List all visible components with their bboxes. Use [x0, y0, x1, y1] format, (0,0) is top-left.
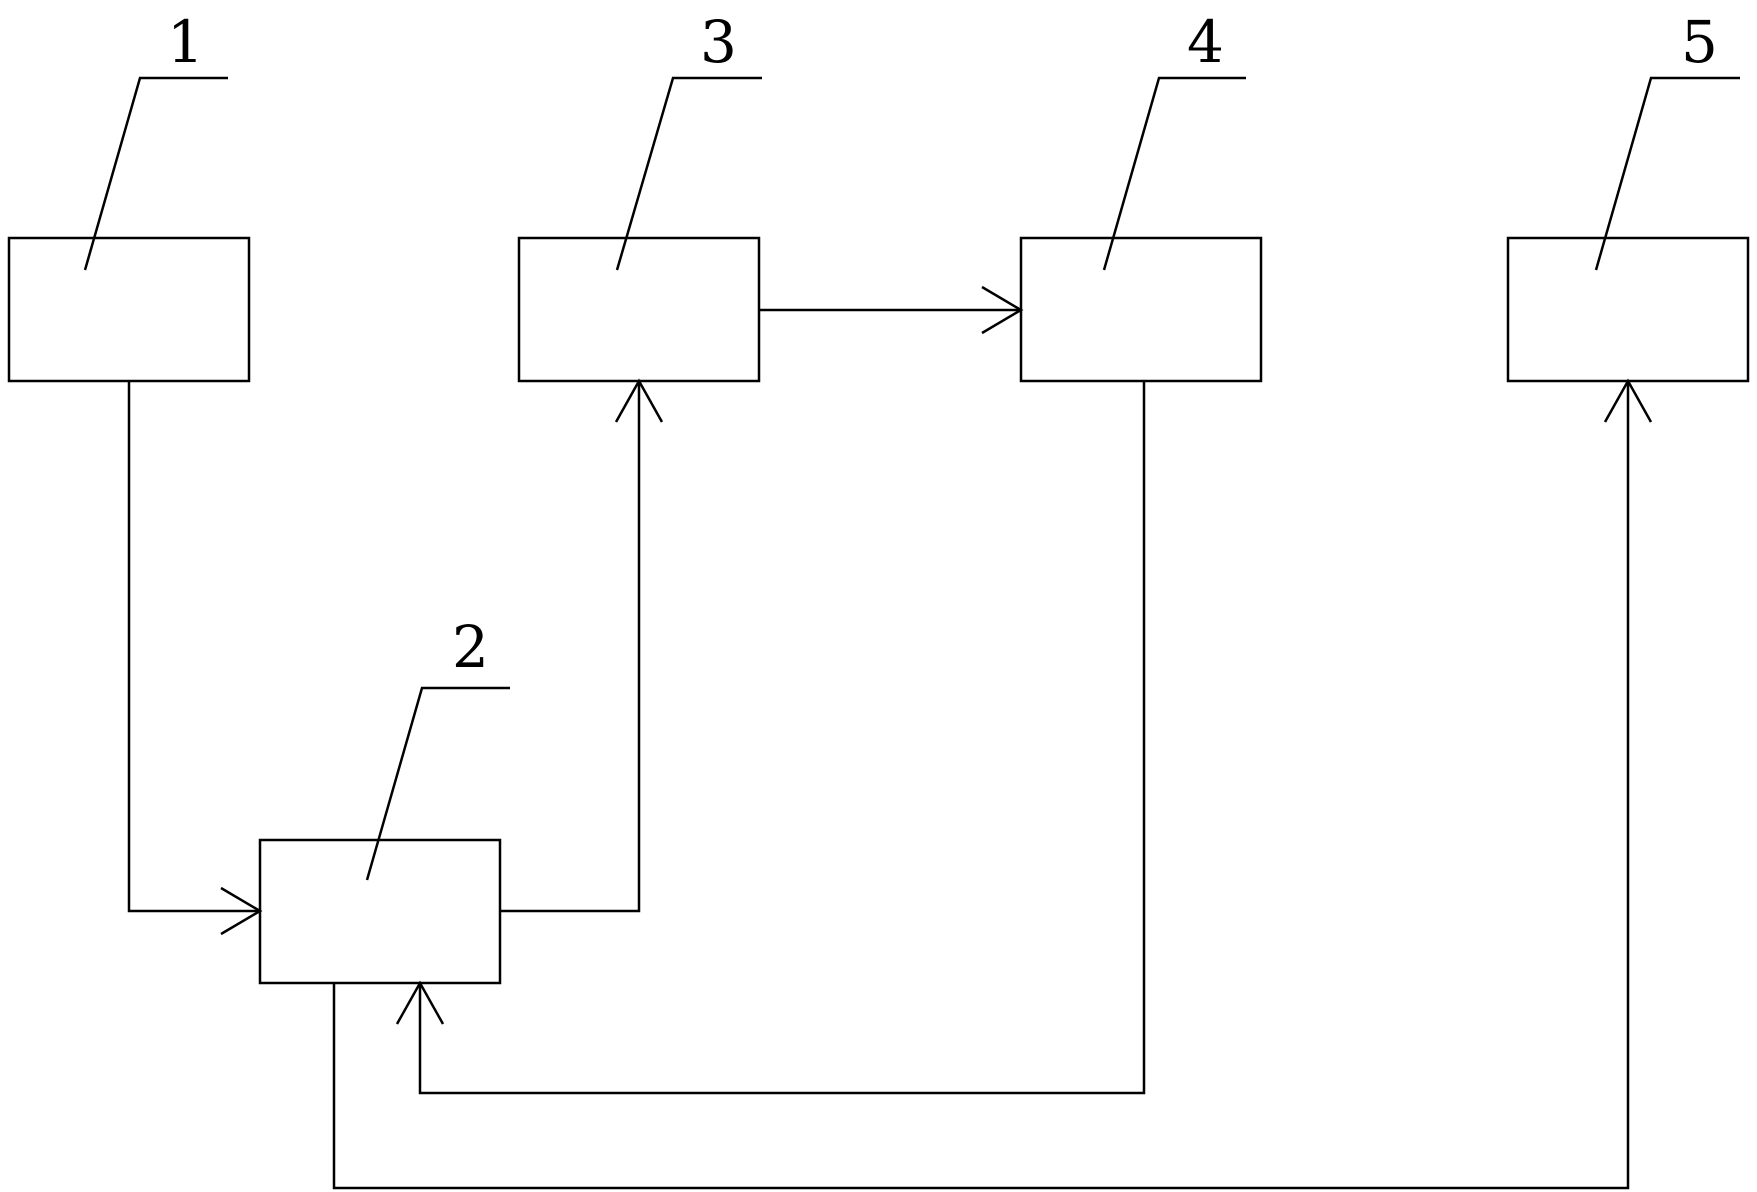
- block-4: [1019, 236, 1263, 383]
- block-2: [258, 838, 502, 985]
- connection-1-to-2: [127, 381, 260, 913]
- label-5: 5: [1681, 8, 1718, 76]
- connection-4-to-2: [418, 381, 1146, 1095]
- label-2: 2: [452, 613, 489, 681]
- arrowhead-into-block-5-bottom: [1603, 378, 1653, 423]
- label-1: 1: [167, 8, 204, 76]
- label-3: 3: [700, 8, 737, 76]
- block-1: [7, 236, 251, 383]
- leader-line-5: [1594, 76, 1740, 271]
- leader-line-1: [83, 76, 228, 271]
- label-4: 4: [1187, 8, 1224, 76]
- leader-line-2: [365, 686, 510, 881]
- arrowhead-into-block-2-left: [220, 886, 263, 936]
- arrowhead-into-block-3-bottom: [614, 378, 664, 423]
- arrowhead-into-block-2-bottom: [395, 980, 445, 1025]
- block-5: [1506, 236, 1750, 383]
- arrowhead-into-block-4-left: [981, 285, 1024, 335]
- block-3: [517, 236, 761, 383]
- connection-2-to-3: [500, 381, 641, 913]
- leader-line-3: [615, 76, 762, 271]
- connection-2-to-5: [332, 381, 1630, 1190]
- leader-line-4: [1102, 76, 1246, 271]
